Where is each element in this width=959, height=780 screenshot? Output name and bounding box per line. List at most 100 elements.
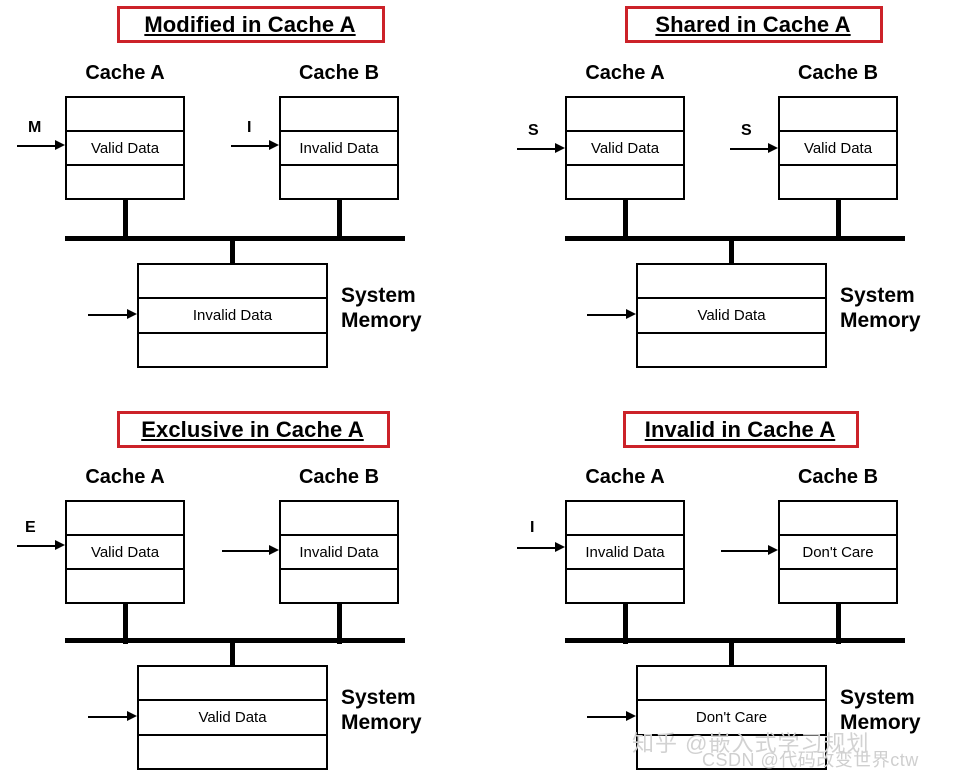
memory-cell-top <box>638 667 825 699</box>
system-memory-label-line1: System <box>341 284 416 307</box>
cache-a-bus-stub <box>623 198 628 240</box>
cache-a-box: Invalid Data <box>565 500 685 604</box>
system-memory-box: Invalid Data <box>137 263 328 368</box>
cache-a-cell-top <box>567 98 683 130</box>
cache-b-cell-bottom <box>281 570 397 602</box>
cache-b-box: Invalid Data <box>279 500 399 604</box>
cache-a-cell-data: Valid Data <box>67 534 183 570</box>
cache-a-cell-top <box>67 98 183 130</box>
memory-cell-bottom <box>638 736 825 768</box>
cache-b-cell-bottom <box>780 570 896 602</box>
cache-a-label: Cache A <box>85 62 165 84</box>
cache-a-label: Cache A <box>585 62 665 84</box>
system-memory-box: Valid Data <box>636 263 827 368</box>
cache-b-bus-stub <box>337 198 342 240</box>
cache-b-box: Valid Data <box>778 96 898 200</box>
cache-a-bus-stub <box>123 602 128 644</box>
cache-b-label: Cache B <box>298 466 380 488</box>
cache-a-arrow-tag: S <box>528 122 539 139</box>
cache-a-cell-data: Invalid Data <box>567 534 683 570</box>
cache-b-cell-bottom <box>780 166 896 198</box>
cache-b-cell-bottom <box>281 166 397 198</box>
cache-a-cell-bottom <box>67 570 183 602</box>
memory-input-arrow <box>88 309 137 320</box>
panel-title-banner: Shared in Cache A <box>625 6 883 43</box>
memory-bus-stub <box>729 638 734 668</box>
cache-b-cell-data: Invalid Data <box>281 534 397 570</box>
system-bus-line <box>65 638 405 643</box>
memory-cell-bottom <box>139 334 326 366</box>
cache-b-cell-data: Valid Data <box>780 130 896 166</box>
memory-cell-top <box>638 265 825 297</box>
panel-modified: Modified in Cache A Cache A Valid Data M… <box>0 0 479 390</box>
memory-cell-data: Don't Care <box>638 699 825 736</box>
panel-shared: Shared in Cache A Cache A Valid Data S C… <box>480 0 959 390</box>
cache-b-label: Cache B <box>298 62 380 84</box>
cache-a-arrow-tag: M <box>28 119 42 136</box>
system-memory-box: Valid Data <box>137 665 328 770</box>
cache-b-input-arrow <box>721 545 778 556</box>
cache-a-input-arrow <box>517 542 565 553</box>
panel-title-banner: Invalid in Cache A <box>623 411 859 448</box>
memory-cell-top <box>139 667 326 699</box>
cache-a-arrow-tag: I <box>530 519 535 536</box>
cache-b-label: Cache B <box>797 466 879 488</box>
memory-cell-data: Valid Data <box>638 297 825 334</box>
cache-b-arrow-tag: S <box>741 122 752 139</box>
cache-b-input-arrow <box>222 545 279 556</box>
system-memory-label: System Memory <box>840 686 921 736</box>
cache-a-box: Valid Data <box>65 96 185 200</box>
cache-b-bus-stub <box>836 198 841 240</box>
system-memory-label-line1: System <box>840 686 915 709</box>
cache-a-label: Cache A <box>85 466 165 488</box>
panel-title-text: Shared in Cache A <box>655 11 851 37</box>
cache-a-cell-data: Valid Data <box>567 130 683 166</box>
cache-b-arrow-tag: I <box>247 119 252 136</box>
system-bus-line <box>65 236 405 241</box>
cache-b-input-arrow <box>231 140 279 151</box>
system-memory-label-line2: Memory <box>840 308 921 332</box>
memory-input-arrow <box>587 309 636 320</box>
cache-a-input-arrow <box>17 540 65 551</box>
system-memory-box: Don't Care <box>636 665 827 770</box>
cache-b-cell-top <box>281 502 397 534</box>
system-memory-label-line2: Memory <box>341 710 422 734</box>
cache-b-cell-data: Don't Care <box>780 534 896 570</box>
system-bus-line <box>565 638 905 643</box>
cache-b-cell-top <box>281 98 397 130</box>
system-memory-label-line2: Memory <box>840 710 921 734</box>
system-memory-label-line2: Memory <box>341 308 422 332</box>
cache-a-bus-stub <box>123 198 128 240</box>
system-memory-label-line1: System <box>341 686 416 709</box>
cache-b-cell-data: Invalid Data <box>281 130 397 166</box>
memory-bus-stub <box>230 638 235 668</box>
panel-title-banner: Exclusive in Cache A <box>117 411 390 448</box>
panel-title-text: Exclusive in Cache A <box>141 416 364 442</box>
panel-invalid: Invalid in Cache A Cache A Invalid Data … <box>480 390 959 780</box>
memory-input-arrow <box>88 711 137 722</box>
cache-b-cell-top <box>780 502 896 534</box>
cache-a-label: Cache A <box>585 466 665 488</box>
system-memory-label: System Memory <box>341 686 422 736</box>
cache-b-box: Invalid Data <box>279 96 399 200</box>
panel-title-text: Modified in Cache A <box>144 11 356 37</box>
cache-b-label: Cache B <box>797 62 879 84</box>
cache-a-box: Valid Data <box>65 500 185 604</box>
cache-b-input-arrow <box>730 143 778 154</box>
system-memory-label: System Memory <box>341 284 422 334</box>
cache-b-bus-stub <box>836 602 841 644</box>
cache-a-cell-bottom <box>67 166 183 198</box>
cache-a-cell-bottom <box>567 570 683 602</box>
system-memory-label: System Memory <box>840 284 921 334</box>
cache-a-arrow-tag: E <box>25 519 36 536</box>
memory-cell-top <box>139 265 326 297</box>
memory-bus-stub <box>230 236 235 266</box>
cache-a-cell-bottom <box>567 166 683 198</box>
cache-a-cell-top <box>67 502 183 534</box>
cache-b-cell-top <box>780 98 896 130</box>
memory-bus-stub <box>729 236 734 266</box>
cache-b-bus-stub <box>337 602 342 644</box>
system-memory-label-line1: System <box>840 284 915 307</box>
memory-cell-data: Valid Data <box>139 699 326 736</box>
